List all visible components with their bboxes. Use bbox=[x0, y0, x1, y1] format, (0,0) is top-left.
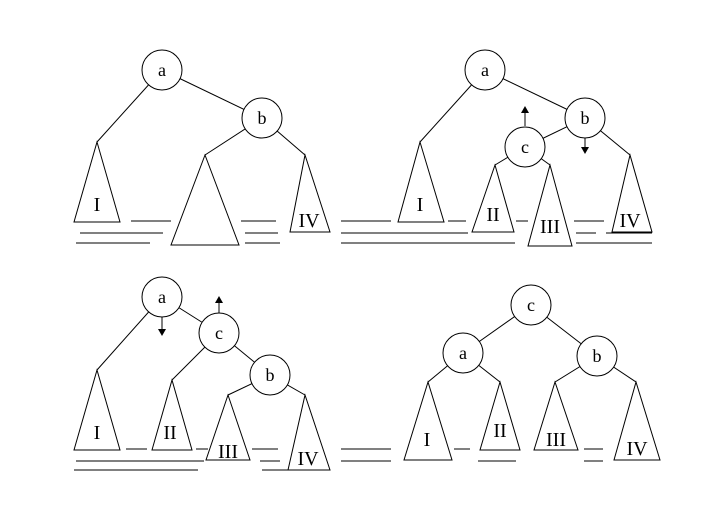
subtree-I bbox=[397, 140, 445, 223]
subtree-II-label: II bbox=[493, 420, 506, 442]
node-c-label: c bbox=[521, 137, 529, 157]
panel-bottom-left: a c b I II III IV bbox=[73, 276, 331, 471]
node-b-label: b bbox=[593, 346, 602, 366]
node-c-label: c bbox=[215, 323, 223, 343]
subtree-I bbox=[403, 380, 453, 461]
subtree-I-label: I bbox=[94, 422, 101, 444]
node-a bbox=[442, 332, 484, 374]
subtree-III-label: III bbox=[540, 216, 560, 238]
up-arrowhead-icon bbox=[521, 106, 529, 113]
down-arrowhead-icon bbox=[581, 147, 589, 154]
subtree-I-label: I bbox=[424, 429, 431, 451]
subtree-II bbox=[151, 378, 193, 451]
node-b-label: b bbox=[266, 365, 275, 385]
subtree-IV bbox=[289, 153, 331, 233]
subtree-I-label: I bbox=[94, 194, 101, 216]
subtree-II bbox=[471, 163, 515, 233]
node-a-label: a bbox=[158, 287, 166, 307]
subtree-II-label: II bbox=[163, 422, 176, 444]
subtree-IV bbox=[611, 153, 653, 233]
node-a bbox=[141, 49, 183, 91]
node-c-label: c bbox=[527, 295, 535, 315]
subtree-IV bbox=[287, 393, 331, 471]
up-arrowhead-icon bbox=[215, 296, 223, 303]
subtree-III bbox=[205, 393, 251, 461]
node-a-label: a bbox=[481, 60, 489, 80]
subtree-IV bbox=[613, 380, 661, 461]
node-b bbox=[241, 97, 283, 139]
node-c bbox=[504, 126, 546, 168]
panel-top-right: a b c I II III IV bbox=[341, 49, 653, 247]
node-b-label: b bbox=[258, 108, 267, 128]
node-b bbox=[249, 354, 291, 396]
node-b bbox=[576, 335, 618, 377]
node-a-label: a bbox=[158, 60, 166, 80]
node-a-label: a bbox=[459, 343, 467, 363]
subtree-III-label: III bbox=[546, 429, 566, 451]
down-arrowhead-icon bbox=[158, 329, 166, 336]
subtree-III-label: III bbox=[218, 441, 238, 463]
subtree-I bbox=[73, 140, 121, 223]
panel-top-left: a b I IV bbox=[73, 49, 331, 246]
subtree-III bbox=[527, 163, 573, 247]
node-a bbox=[464, 49, 506, 91]
node-b-label: b bbox=[581, 108, 590, 128]
subtree-I-label: I bbox=[417, 194, 424, 216]
subtree-II-label: II bbox=[486, 204, 499, 226]
subtree-IV-label: IV bbox=[298, 210, 320, 232]
panel-bottom-right: c a b I II III IV bbox=[341, 284, 661, 462]
subtree-IV-label: IV bbox=[297, 448, 319, 470]
node-c bbox=[510, 284, 552, 326]
subtree-IV-label: IV bbox=[619, 210, 641, 232]
subtree-II bbox=[479, 380, 521, 451]
subtree-middle bbox=[170, 153, 240, 246]
subtree-I bbox=[73, 368, 121, 451]
subtree-III bbox=[533, 380, 579, 451]
subtree-IV-label: IV bbox=[626, 438, 648, 460]
